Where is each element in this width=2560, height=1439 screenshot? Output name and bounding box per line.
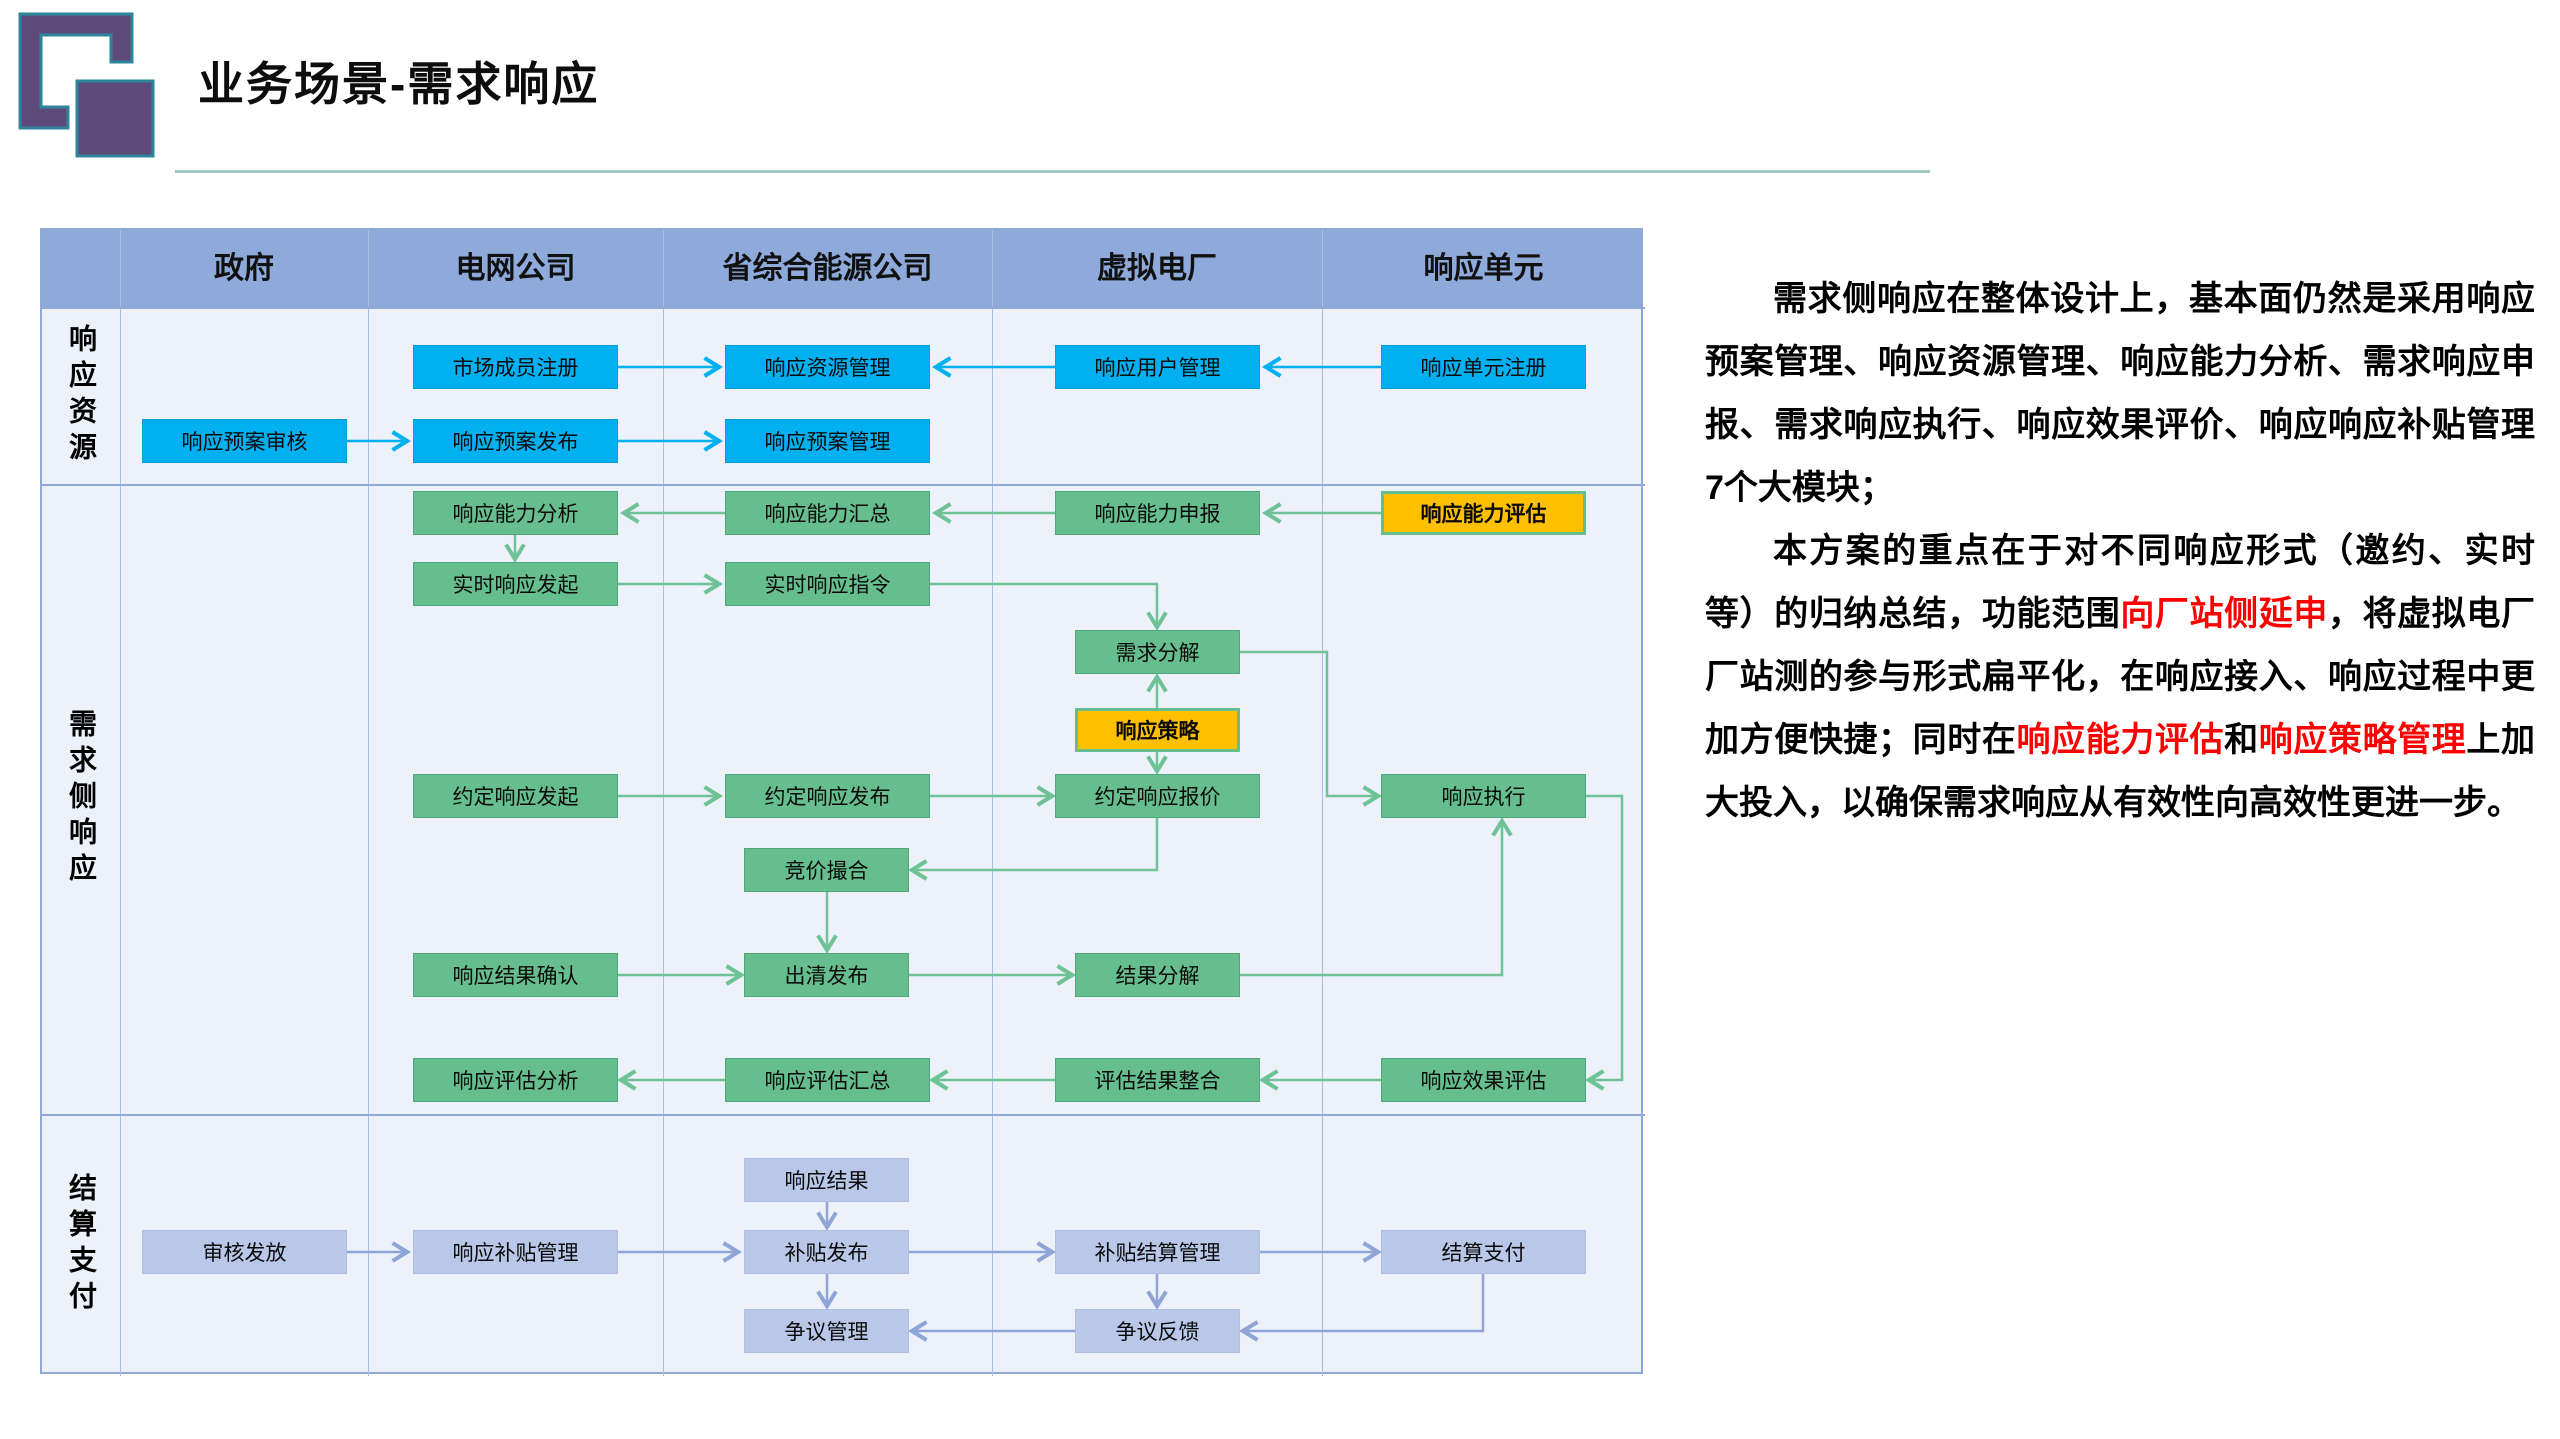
- company-logo: [18, 12, 155, 158]
- page-title: 业务场景-需求响应: [198, 58, 600, 110]
- node-response-plan-review: 响应预案审核: [142, 419, 347, 463]
- node-clearing-publish: 出清发布: [744, 953, 909, 997]
- node-response-plan-mgmt: 响应预案管理: [725, 419, 930, 463]
- logo-square-shape: [75, 79, 155, 158]
- body-text: 需求侧响应在整体设计上，基本面仍然是采用响应预案管理、响应资源管理、响应能力分析…: [1705, 280, 2535, 507]
- node-settle-pay: 结算支付: [1381, 1230, 1586, 1274]
- edge-result-decompose-to-response-execute: [1240, 817, 1513, 977]
- highlighted-text: 响应策略管理: [2258, 721, 2467, 759]
- node-result-decompose: 结果分解: [1075, 953, 1240, 997]
- node-subsidy-settle-mgmt: 补贴结算管理: [1055, 1230, 1260, 1274]
- lane-label-3: 结算支付: [66, 1173, 97, 1317]
- diagram-header-band: [42, 230, 1641, 307]
- title-underline: [175, 170, 1930, 173]
- node-capability-summary: 响应能力汇总: [725, 491, 930, 535]
- edge-settle-pay-to-dispute-feedback: [1239, 1274, 1485, 1342]
- column-header-4: 虚拟电厂: [1097, 252, 1217, 285]
- panel-paragraph-1: 需求侧响应在整体设计上，基本面仍然是采用响应预案管理、响应资源管理、响应能力分析…: [1705, 268, 2535, 520]
- logo-bracket-shape: [18, 12, 134, 130]
- node-agreed-quote: 约定响应报价: [1055, 774, 1260, 818]
- column-header-3: 省综合能源公司: [722, 252, 933, 285]
- lane-label-2: 需求侧响应: [66, 709, 97, 889]
- node-response-strategy: 响应策略: [1075, 708, 1240, 752]
- column-divider: [120, 230, 121, 1376]
- node-dispute-mgmt: 争议管理: [744, 1309, 909, 1353]
- lane-divider: [42, 484, 1645, 486]
- swimlane-diagram: 政府 电网公司 省综合能源公司 虚拟电厂 响应单元 响应资源需求侧响应结算支付 市场成员…: [40, 228, 1645, 1376]
- node-eval-analysis: 响应评估分析: [413, 1058, 618, 1102]
- column-header-1: 政府: [214, 252, 274, 285]
- column-header-2: 电网公司: [455, 252, 576, 285]
- body-text: 上加大投入，以确保需求响应从有效性向高效性更进一步。: [1705, 721, 2536, 822]
- node-effect-evaluate: 响应效果评估: [1381, 1058, 1586, 1102]
- edge-response-execute-to-effect-evaluate: [1585, 794, 1624, 1091]
- edge-agreed-quote-to-bidding-match: [908, 818, 1159, 881]
- node-capability-analysis: 响应能力分析: [413, 491, 618, 535]
- body-text: 本方案的重点在于对不同响应形式（邀约、实时等）的归纳总结，功能范围: [1705, 532, 2535, 633]
- node-agreed-initiate: 约定响应发起: [413, 774, 618, 818]
- highlighted-text: 向厂站侧延申: [2120, 595, 2328, 633]
- column-divider: [663, 230, 664, 1376]
- node-realtime-command: 实时响应指令: [725, 562, 930, 606]
- lane-divider: [42, 307, 1645, 309]
- node-response-plan-publish: 响应预案发布: [413, 419, 618, 463]
- node-bidding-match: 竞价撮合: [744, 848, 909, 892]
- body-text: ，将虚拟电厂厂站测的参与形式扁平化，在响应接入、响应过程中更加方便快捷；同时在: [1705, 595, 2536, 759]
- edge-demand-decompose-to-response-execute: [1240, 650, 1382, 807]
- node-subsidy-mgmt: 响应补贴管理: [413, 1230, 618, 1274]
- column-header-5: 响应单元: [1423, 252, 1544, 285]
- node-eval-summary: 响应评估汇总: [725, 1058, 930, 1102]
- node-agreed-publish: 约定响应发布: [725, 774, 930, 818]
- node-realtime-initiate: 实时响应发起: [413, 562, 618, 606]
- node-response-unit-register: 响应单元注册: [1381, 345, 1586, 389]
- highlighted-text: 响应能力评估: [2016, 721, 2225, 759]
- node-response-resource-mgmt: 响应资源管理: [725, 345, 930, 389]
- lane-label-1: 响应资源: [66, 323, 97, 468]
- node-market-member-register: 市场成员注册: [413, 345, 618, 389]
- column-divider: [1322, 230, 1323, 1376]
- side-text-panel: 需求侧响应在整体设计上，基本面仍然是采用响应预案管理、响应资源管理、响应能力分析…: [1705, 268, 2535, 835]
- column-divider: [368, 230, 369, 1376]
- node-capability-declare: 响应能力申报: [1055, 491, 1260, 535]
- node-subsidy-publish: 补贴发布: [744, 1230, 909, 1274]
- column-divider: [992, 230, 993, 1376]
- node-response-user-mgmt: 响应用户管理: [1055, 345, 1260, 389]
- node-response-result: 响应结果: [744, 1158, 909, 1202]
- panel-paragraph-2: 本方案的重点在于对不同响应形式（邀约、实时等）的归纳总结，功能范围向厂站侧延申，…: [1705, 520, 2535, 835]
- node-demand-decompose: 需求分解: [1075, 630, 1240, 674]
- node-response-execute: 响应执行: [1381, 774, 1586, 818]
- node-result-confirm: 响应结果确认: [413, 953, 618, 997]
- body-text: 和: [2224, 721, 2259, 759]
- node-capability-evaluate: 响应能力评估: [1381, 491, 1586, 535]
- node-eval-integrate: 评估结果整合: [1055, 1058, 1260, 1102]
- lane-divider: [42, 1114, 1645, 1116]
- node-review-disburse: 审核发放: [142, 1230, 347, 1274]
- edge-realtime-command-to-demand-decompose: [930, 582, 1168, 631]
- node-dispute-feedback: 争议反馈: [1075, 1309, 1240, 1353]
